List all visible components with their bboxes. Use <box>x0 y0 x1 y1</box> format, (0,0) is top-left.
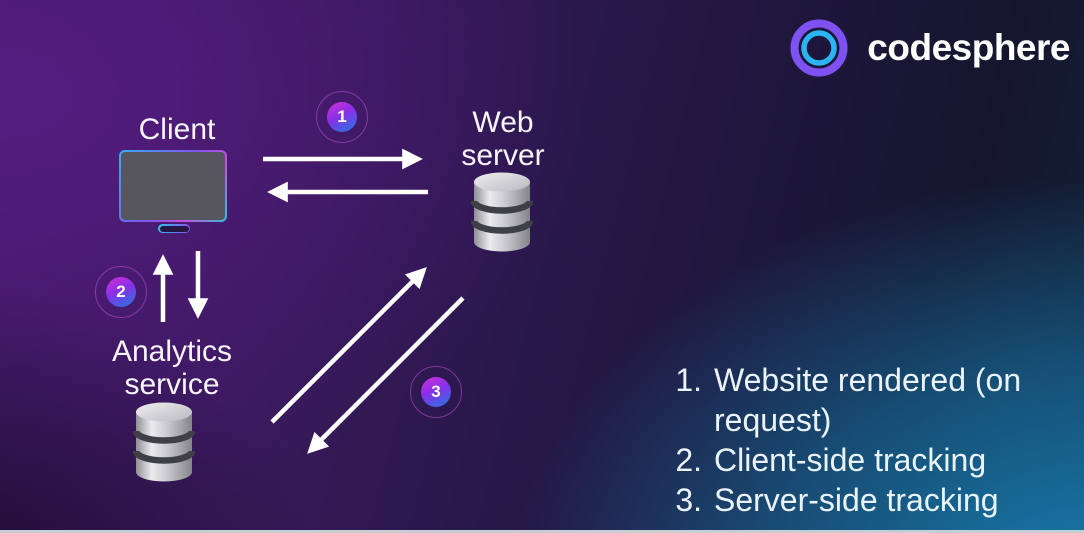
step-badge-2-number: 2 <box>106 277 136 307</box>
step-badge-2: 2 <box>95 266 147 318</box>
legend-item-2-number: 2. <box>675 442 702 478</box>
legend-item-3-number: 3. <box>675 482 702 518</box>
analytics-database-icon <box>133 402 195 482</box>
legend-item-1-number: 1. <box>675 362 702 398</box>
web-server-label: Web server <box>461 106 545 172</box>
monitor-icon <box>119 150 227 222</box>
step-badge-3: 3 <box>410 366 462 418</box>
legend-item-3: 3. Server-side tracking <box>666 480 1066 520</box>
brand-name: codesphere <box>867 27 1070 68</box>
analytics-service-label: Analytics service <box>111 335 233 401</box>
step-badge-1: 1 <box>316 91 368 143</box>
web-server-database-icon <box>471 172 533 252</box>
client-label: Client <box>138 113 216 146</box>
codesphere-ring-icon <box>790 19 848 77</box>
legend-item-1-text: Website rendered (on request) <box>714 362 1022 438</box>
brand-logo: codesphere <box>787 16 1070 80</box>
monitor-screen <box>121 152 225 220</box>
monitor-stand <box>158 224 190 233</box>
arrow-analytics-to-webserver <box>270 267 427 424</box>
legend-item-1: 1. Website rendered (on request) <box>666 360 1066 440</box>
step-badge-3-number: 3 <box>421 377 451 407</box>
legend-list: 1. Website rendered (on request) 2. Clie… <box>666 360 1066 520</box>
legend-item-2: 2. Client-side tracking <box>666 440 1066 480</box>
legend-item-2-text: Client-side tracking <box>714 442 987 478</box>
step-badge-1-number: 1 <box>327 102 357 132</box>
legend-item-3-text: Server-side tracking <box>714 482 999 518</box>
bottom-edge-strip <box>0 530 1084 533</box>
